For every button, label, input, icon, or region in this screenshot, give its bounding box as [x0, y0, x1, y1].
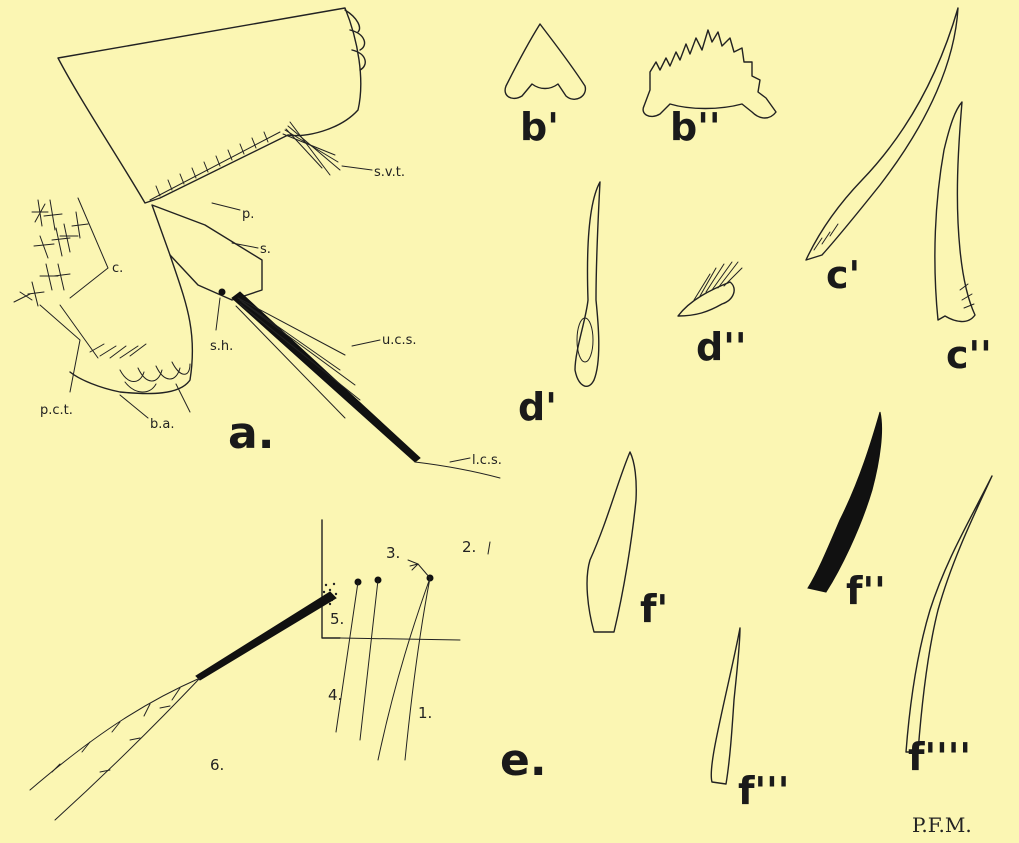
f3-outline [711, 628, 740, 784]
annot-lcs: l.c.s. [472, 453, 502, 468]
figure-d: d' d'' [518, 182, 746, 429]
e-baseline [340, 638, 460, 640]
f2-solid [808, 412, 882, 592]
e-num-4: 4. [328, 686, 342, 704]
e-num-3: 3. [386, 544, 400, 562]
signature: P.F.M. [912, 813, 972, 837]
d1-outline [575, 182, 600, 386]
d2-label: d'' [696, 325, 746, 369]
c2-label: c'' [946, 333, 992, 377]
c2-outline [935, 102, 975, 322]
bristle-2 [488, 542, 490, 554]
bristle-4 [360, 580, 378, 740]
annot-p: p. [242, 207, 254, 222]
pct-bristles [90, 344, 146, 358]
e-num-1: 1. [418, 704, 432, 722]
f1-outline [587, 452, 636, 632]
f1-label: f' [640, 587, 668, 631]
figure-b: b' b'' [505, 24, 776, 149]
figure-f: f' f'' f''' f'''' [587, 412, 992, 813]
figure-a-label: a. [228, 408, 274, 459]
d1-label: d' [518, 385, 557, 429]
figure-a-body [58, 8, 361, 203]
basal-lobe [70, 255, 192, 394]
bristle-6-branches [30, 678, 200, 820]
annot-s: s. [260, 242, 271, 257]
c-bristles [14, 200, 88, 306]
ba-scallops [120, 362, 190, 392]
p-comb [150, 132, 280, 200]
f3-label: f''' [738, 769, 789, 813]
figure-e: 3. 2. 5. 4. 1. 6. e. [30, 520, 547, 820]
f4-outline [906, 476, 992, 752]
e-num-5: 5. [330, 610, 344, 628]
c1-label: c' [826, 253, 860, 297]
bristle-1 [378, 578, 430, 760]
bristle-3 [408, 560, 430, 578]
e-num-6: 6. [210, 756, 224, 774]
figure-e-label: e. [500, 735, 547, 786]
e-num-2: 2. [462, 538, 476, 556]
annot-pct: p.c.t. [40, 403, 73, 418]
d2-body [678, 282, 734, 316]
svt-bristles [283, 122, 340, 175]
f4-label: f'''' [908, 735, 971, 779]
ucs-bristles [236, 298, 500, 478]
annot-ba: b.a. [150, 417, 174, 432]
figure-c: c' c'' [806, 8, 992, 377]
sh-socket [219, 289, 225, 295]
annot-sh: s.h. [210, 339, 233, 354]
bristle-6 [196, 592, 336, 680]
b1-outline [505, 24, 585, 99]
figure-a: s.v.t. p. s. c. u.c.s. s.h. p.c.t. b.a. … [14, 8, 502, 478]
b1-label: b' [520, 105, 559, 149]
annot-c: c. [112, 261, 123, 276]
annot-svt: s.v.t. [374, 165, 405, 180]
d2-fringe [694, 262, 742, 300]
c2-fringe [960, 284, 974, 308]
f2-label: f'' [846, 569, 886, 613]
annot-ucs: u.c.s. [382, 333, 417, 348]
b2-label: b'' [670, 105, 720, 149]
bristle-5 [336, 582, 358, 732]
